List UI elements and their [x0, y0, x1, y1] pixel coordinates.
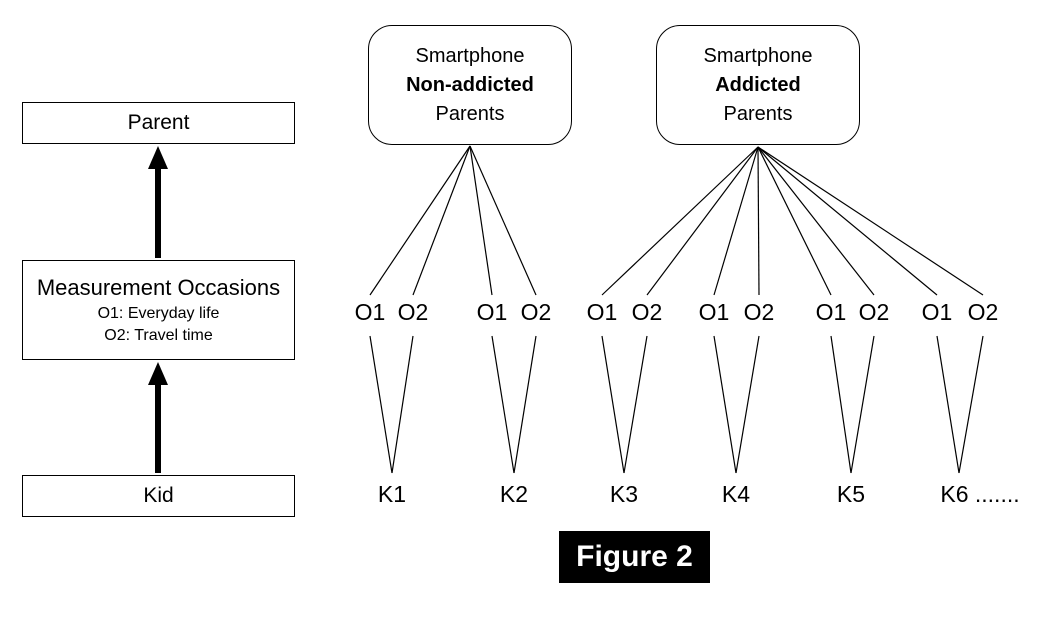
kid-box-label: Kid: [143, 484, 174, 507]
measurement-line-everyday: O1: Everyday life: [97, 305, 220, 322]
kid-label-k1: K1: [377, 481, 407, 507]
group-b-line3: Parents: [723, 102, 793, 125]
measurement-occasions-box: Measurement Occasions O1: Everyday life …: [22, 260, 295, 360]
occasion-label-o1-k2: O1: [476, 299, 508, 325]
arrow-kid-to-measurement: [148, 362, 168, 473]
occasion-label-o2-k6: O2: [967, 299, 999, 325]
occasion-label-o1-k5: O1: [815, 299, 847, 325]
occasion-label-o2-k4: O2: [743, 299, 775, 325]
fan-non-addicted: [369, 145, 537, 296]
kid-label-k3: K3: [609, 481, 639, 507]
occasion-label-o1-k4: O1: [698, 299, 730, 325]
figure-caption-text: Figure 2: [576, 540, 693, 573]
group-a-line3: Parents: [435, 102, 505, 125]
v-lines-kids: [369, 335, 984, 474]
group-b-line2: Addicted: [715, 73, 801, 96]
kid-label-k4: K4: [721, 481, 751, 507]
kid-label-k2: K2: [499, 481, 529, 507]
kid-label-k6: K6 .......: [940, 481, 1020, 507]
group-a-line2: Non-addicted: [406, 73, 534, 96]
non-addicted-parents-box: Smartphone Non-addicted Parents: [368, 25, 572, 145]
occasion-label-o2-k3: O2: [631, 299, 663, 325]
kid-box: Kid: [22, 475, 295, 517]
occasion-label-o2-k2: O2: [520, 299, 552, 325]
kid-label-k5: K5: [836, 481, 866, 507]
group-a-line1: Smartphone: [415, 44, 525, 67]
fan-addicted: [601, 146, 984, 296]
group-b-line1: Smartphone: [703, 44, 813, 67]
measurement-title: Measurement Occasions: [36, 275, 281, 300]
figure-caption: Figure 2: [559, 531, 710, 583]
occasion-label-o1-k1: O1: [354, 299, 386, 325]
occasion-label-o2-k1: O2: [397, 299, 429, 325]
parent-box: Parent: [22, 102, 295, 144]
addicted-parents-box: Smartphone Addicted Parents: [656, 25, 860, 145]
occasion-label-o2-k5: O2: [858, 299, 890, 325]
occasion-label-o1-k6: O1: [921, 299, 953, 325]
arrow-measurement-to-parent: [148, 146, 168, 258]
measurement-line-travel: O2: Travel time: [104, 327, 213, 344]
occasion-label-o1-k3: O1: [586, 299, 618, 325]
parent-box-label: Parent: [127, 111, 190, 134]
